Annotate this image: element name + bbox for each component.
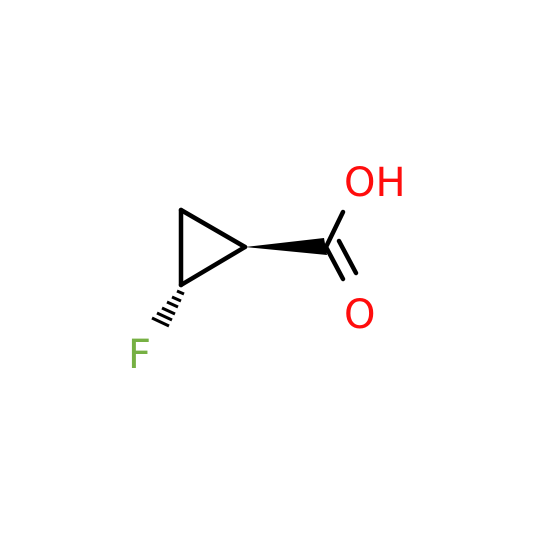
bond-carbon-hydroxyl: [323, 209, 346, 250]
double-bond-line-1: [323, 244, 346, 282]
double-bond-line-2: [336, 238, 359, 276]
carbonyl-oxygen-label: O: [344, 292, 375, 338]
hashed-wedge-bond-to-fluorine: [151, 289, 185, 328]
ring-bond-bottom: [178, 244, 248, 288]
fluorine-label: F: [128, 332, 151, 378]
wedge-bond-to-carboxyl: [245, 238, 327, 255]
hydroxyl-label: OH: [344, 160, 406, 206]
ring-bond-top-right: [178, 207, 248, 250]
